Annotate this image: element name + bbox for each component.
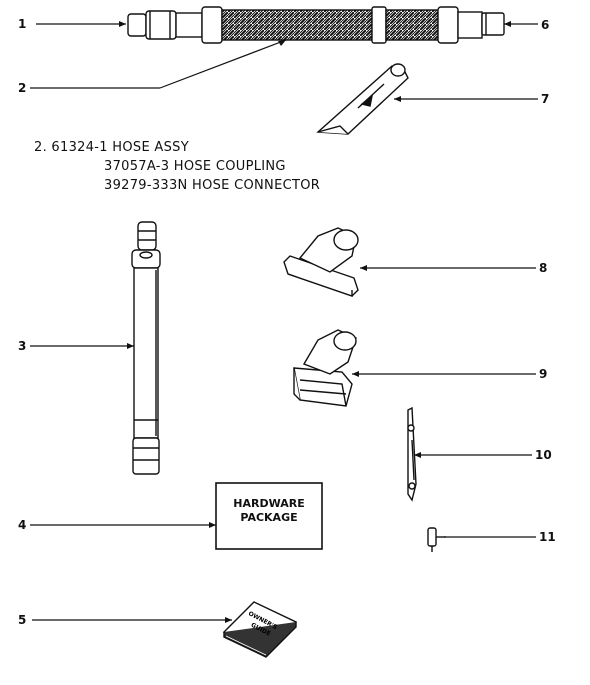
hose-assembly [127, 6, 505, 44]
callout-8: 8 [539, 261, 548, 275]
callout-11: 11 [539, 530, 556, 544]
extension-wand [131, 221, 161, 475]
upholstery-brush [283, 227, 359, 297]
callout-5: 5 [18, 613, 27, 627]
wand-clip [407, 406, 417, 502]
callout-1: 1 [18, 17, 27, 31]
callout-3: 3 [18, 339, 27, 353]
callout-4: 4 [18, 518, 27, 532]
callout-9: 9 [539, 367, 548, 381]
parts-line-hose-connector: 39279-333N HOSE CONNECTOR [104, 178, 321, 193]
callout-6: 6 [541, 18, 550, 32]
dusting-brush [293, 329, 357, 407]
callout-10: 10 [535, 448, 552, 462]
hardware-package-box [215, 482, 323, 550]
hardware-package-line1: HARDWARE [233, 497, 305, 510]
screw [427, 527, 446, 552]
hardware-package-label: HARDWARE PACKAGE [216, 497, 322, 525]
parts-list: 2. 61324-1 HOSE ASSY 37057A-3 HOSE COUPL… [34, 138, 320, 195]
leader-lines [30, 23, 538, 621]
crevice-tool [316, 63, 409, 135]
owners-guide-book [222, 601, 298, 658]
hardware-package-line2: PACKAGE [240, 511, 298, 524]
callout-2: 2 [18, 81, 27, 95]
leader-arrowheads [119, 21, 511, 623]
callout-7: 7 [541, 92, 550, 106]
parts-line-hose-coupling: 37057A-3 HOSE COUPLING [104, 159, 286, 174]
parts-line-hose-assy: 2. 61324-1 HOSE ASSY [34, 140, 189, 155]
